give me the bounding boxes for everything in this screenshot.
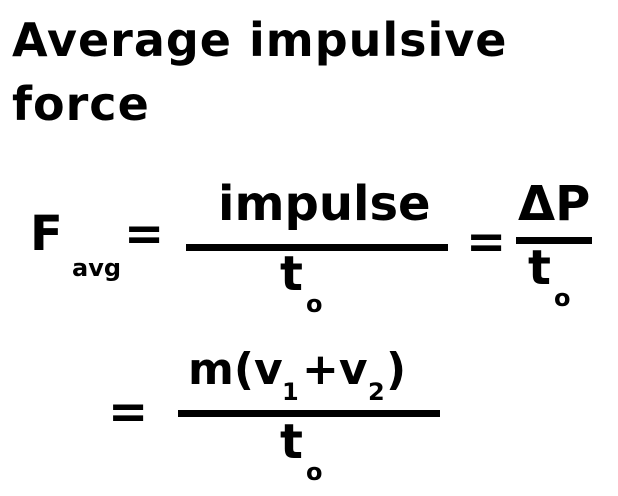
fraction-2-denominator: t: [528, 240, 551, 296]
numerator-m-v: m(v: [188, 344, 283, 395]
slide-title: Average impulsive force: [12, 13, 508, 131]
fraction-1-numerator: impulse: [218, 176, 431, 232]
fraction-1-denominator-subscript: o: [306, 290, 323, 318]
fraction-1-denominator: t: [280, 246, 303, 302]
force-symbol: F: [30, 206, 63, 262]
subscript-2: 2: [368, 378, 385, 406]
fraction-2-denominator-subscript: o: [554, 284, 571, 312]
subscript-1: 1: [282, 378, 299, 406]
equals-sign-3: =: [108, 384, 149, 440]
fraction-3-bar: [178, 410, 440, 417]
numerator-plus-v: +v: [302, 344, 368, 395]
fraction-3-denominator: t: [280, 414, 303, 470]
equals-sign-2: =: [466, 214, 507, 270]
fraction-2-bar: [516, 237, 592, 244]
fraction-1-bar: [186, 244, 448, 251]
force-subscript: avg: [72, 254, 122, 282]
fraction-2-numerator: ΔP: [518, 176, 591, 232]
equals-sign-1: =: [124, 206, 165, 262]
fraction-3-denominator-subscript: o: [306, 458, 323, 486]
numerator-close-paren: ): [386, 344, 407, 395]
